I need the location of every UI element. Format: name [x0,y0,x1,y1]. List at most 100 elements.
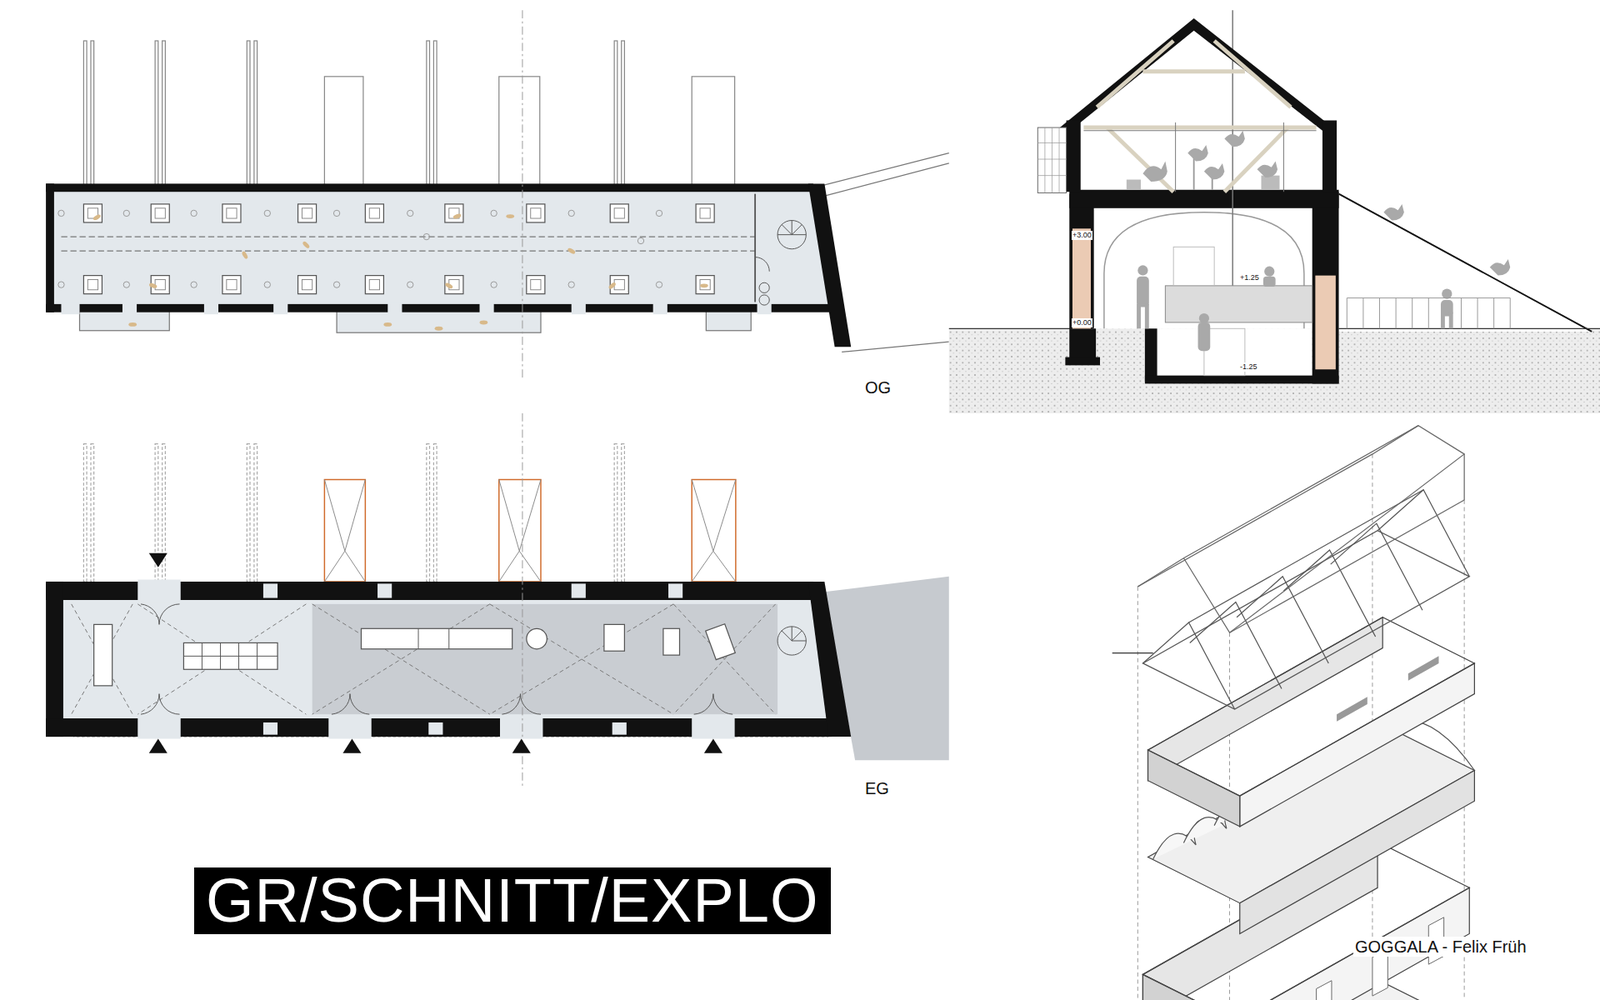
eg-annex-lines [691,480,736,582]
level-dimension: +3.00 [1071,230,1093,240]
section-fence [1493,298,1495,330]
og-neighbour [824,163,949,196]
og-plan [526,275,545,295]
og-plan [128,322,137,327]
entrance-arrows [512,739,531,754]
og-plan [222,204,241,223]
section-roof [1059,127,1060,193]
eg-chimneys [621,444,625,582]
og-plan [387,301,402,315]
og-plan [45,183,814,192]
eg-plan [183,655,278,657]
section-ground [949,328,1600,414]
explo-upper-walls [1408,655,1440,680]
explo-guides [1137,586,1139,1000]
og-plan [148,282,158,290]
og-plan [781,224,792,235]
og-plan [759,295,770,305]
section-building [1072,228,1091,329]
og-chimneys [621,40,625,186]
eg-plan [183,628,449,670]
og-plan [83,204,102,223]
section-roof [1107,127,1175,192]
og-plan [757,301,772,315]
eg-plan [777,626,806,655]
og-plan [92,213,709,331]
og-chimneys [162,40,166,186]
og-chimneys [254,40,258,186]
section-fence [1395,298,1397,330]
eg-plan [791,630,802,641]
section-roof [1224,127,1288,192]
eg-plan [448,628,450,649]
og-plan [92,213,102,221]
section-figures [1449,312,1454,330]
eg-plan [691,716,735,740]
og-plan [60,301,771,315]
eg-plan [137,580,735,740]
section-roof [1322,120,1337,192]
eg-plan [137,580,180,603]
section-figures [1490,259,1510,276]
explo-truss [1189,490,1425,623]
entrance-arrows [149,553,723,754]
og-plan [610,204,629,223]
og-chimneys [614,40,618,186]
eg-annex-lines [499,480,541,582]
og-plan [445,275,464,295]
og-plan [530,280,541,290]
section-building [1315,275,1335,370]
eg-plan [71,604,133,715]
explo-roof [1464,454,1465,500]
level-dimension: +0.00 [1071,318,1093,328]
section-figures [1224,130,1245,148]
og-plan [298,204,317,223]
section-ground [949,194,1600,414]
og-plan [369,208,380,219]
section-building [1173,246,1215,286]
section-roof [1083,40,1316,192]
og-plan [407,210,414,216]
eg-plan [331,694,370,715]
og-plan [700,280,710,290]
og-plan [791,224,802,235]
og-plan [190,281,197,288]
eg-plan [781,630,792,641]
eg-chimneys [614,444,618,582]
section-building [1312,191,1340,384]
section-figures [1136,276,1150,308]
section-roof [1037,127,1066,193]
explo-ground-walls [1142,974,1235,1000]
og-neighbour [841,341,950,352]
og-chimneys [246,40,250,186]
og-plan [480,320,489,325]
og-plan [655,281,662,288]
og-chimneys [499,76,540,186]
og-plan [452,213,462,220]
eg-plan [312,604,490,715]
og-plan [423,233,430,240]
section-figures [1137,265,1148,275]
og-plan [695,275,715,295]
og-plan [45,183,851,347]
eg-plan [377,583,392,598]
eg-plan [140,694,180,715]
og-plan [653,301,668,315]
og-plan [264,210,270,216]
eg-annexes [324,480,735,582]
eg-chimneys [83,444,625,582]
og-plan [58,281,65,288]
eg-plan [140,604,180,625]
og-plan [365,204,384,223]
og-plan [637,237,644,244]
title-band: GR/SCHNITT/EXPLO [194,867,831,935]
og-plan [655,210,662,216]
eg-plan [140,604,806,715]
eg-annexes [324,480,365,582]
og-plan [301,208,312,219]
level-dimension: -1.25 [1239,362,1259,372]
eg-plan [45,10,851,786]
section-figures [1142,160,1167,181]
og-plan [526,204,545,223]
